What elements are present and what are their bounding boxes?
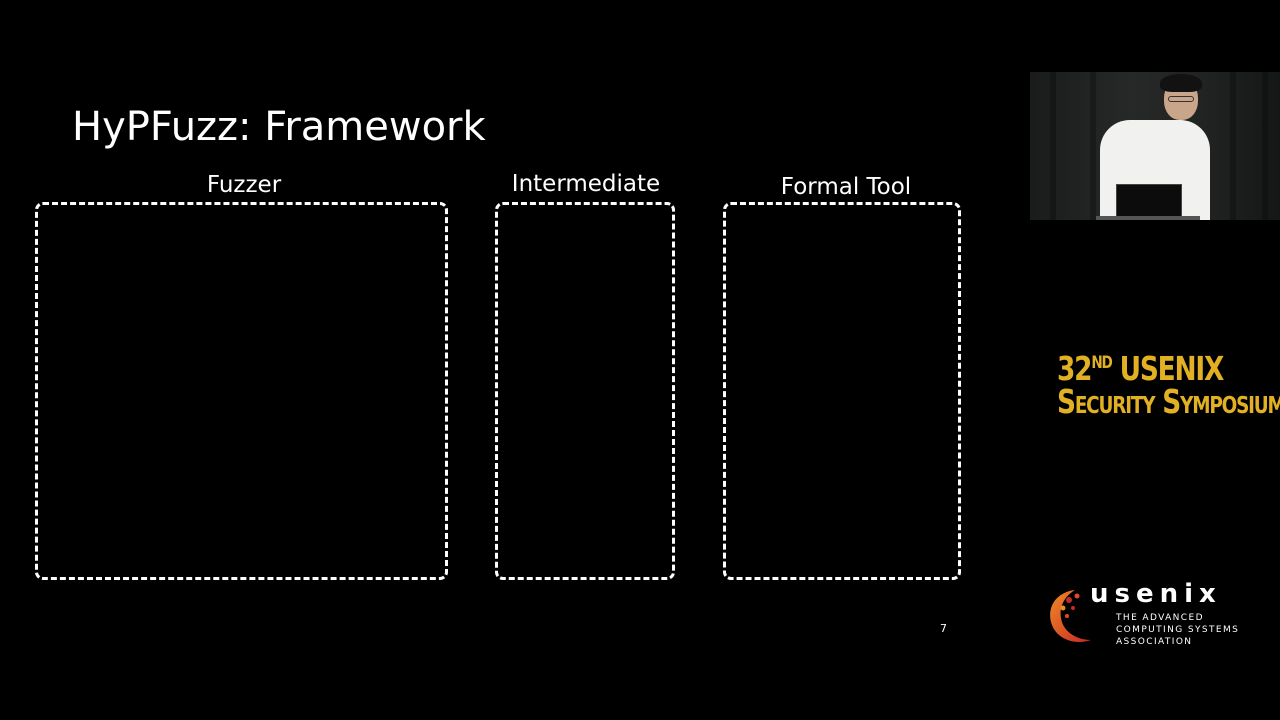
formal-tool-box xyxy=(723,202,961,580)
symposium-ordinal: ND xyxy=(1091,353,1112,373)
fuzzer-box xyxy=(35,202,448,580)
symposium-usenix: USENIX xyxy=(1119,349,1225,388)
symposium-logo: 32ND USENIX Security Symposium xyxy=(1057,349,1280,421)
formal-tool-label: Formal Tool xyxy=(780,174,912,200)
usenix-swirl-icon xyxy=(1050,590,1091,642)
usenix-wordmark: usenix xyxy=(1090,579,1222,609)
intermediate-box xyxy=(495,202,675,580)
podium xyxy=(1096,216,1200,220)
page-number: 7 xyxy=(940,622,947,635)
slide-title: HyPFuzz: Framework xyxy=(72,104,486,150)
symposium-name: Security Symposium xyxy=(1057,382,1280,421)
symposium-number: 32 xyxy=(1057,349,1093,388)
speaker-hair xyxy=(1160,74,1202,92)
speaker-video xyxy=(1030,72,1280,220)
speaker-glasses xyxy=(1168,96,1194,102)
fuzzer-label: Fuzzer xyxy=(206,172,282,198)
usenix-tagline: THE ADVANCED COMPUTING SYSTEMS ASSOCIATI… xyxy=(1116,613,1240,647)
intermediate-label: Intermediate xyxy=(511,171,661,197)
laptop xyxy=(1116,184,1182,220)
